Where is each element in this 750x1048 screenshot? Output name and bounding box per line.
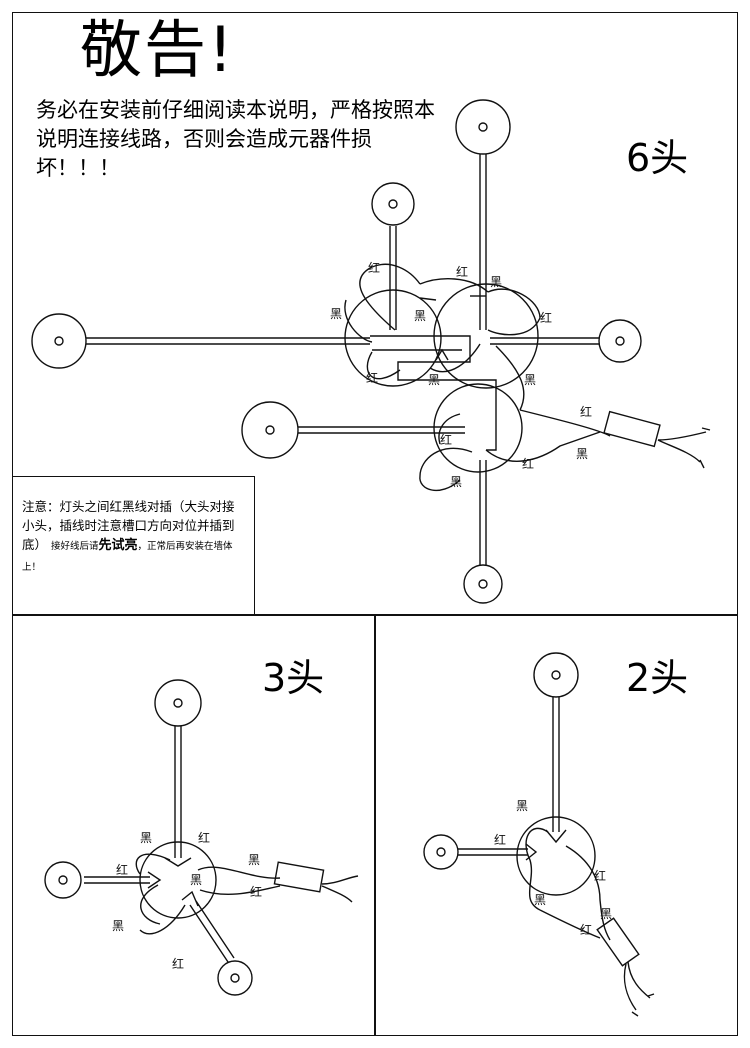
arm-right (490, 319, 642, 363)
label-red: 红 (366, 370, 378, 385)
arm-top-right (455, 99, 511, 330)
label-red: 红 (522, 456, 534, 471)
two-head-diagram (423, 652, 655, 1017)
label-red: 红 (540, 310, 552, 325)
label-red: 红 (250, 884, 262, 899)
two-arm-left (423, 834, 528, 870)
bottom-right-panel-frame (374, 614, 738, 1036)
three-head-label: 3头 (262, 656, 325, 700)
label-red: 红 (116, 862, 128, 877)
six-head-diagram (31, 99, 711, 604)
note-main: 注意：灯头之间红黑线对插（大头对接小头，插线时注意槽口方向对位并插到底） (22, 499, 235, 552)
label-red: 红 (456, 264, 468, 279)
two-head-label: 2头 (626, 656, 689, 700)
label-red: 红 (368, 260, 380, 275)
bottom-left-panel-frame (12, 614, 376, 1036)
wire-labels: 红 红 黑 红 黑 黑 红 黑 黑 红 黑 红 红 黑 黑 红 红 黑 黑 红 … (112, 260, 612, 971)
label-red: 红 (494, 832, 506, 847)
label-black: 黑 (450, 475, 462, 489)
label-black: 黑 (516, 799, 528, 813)
note-small-2: ，正常后再安装在墙体上！ (22, 541, 233, 573)
note-small-1: 接好线后请 (51, 541, 99, 552)
label-red: 红 (198, 830, 210, 845)
label-black: 黑 (112, 919, 124, 933)
arm-top-left (371, 182, 415, 330)
page-title: 敬告! (80, 13, 235, 86)
three-head-diagram (44, 679, 359, 996)
label-black: 黑 (414, 309, 426, 323)
label-black: 黑 (140, 831, 152, 845)
label-black: 黑 (428, 373, 440, 387)
arm-mid-left (241, 401, 465, 459)
label-black: 黑 (600, 907, 612, 921)
warning-text: 务必在安装前仔细阅读本说明，严格按照本说明连接线路，否则会造成元器件损坏！！！ (36, 98, 435, 180)
label-red: 红 (594, 868, 606, 883)
three-arm-top (154, 679, 202, 858)
label-red: 红 (440, 432, 452, 447)
six-head-label: 6头 (626, 136, 689, 180)
installation-note: 注意：灯头之间红黑线对插（大头对接小头，插线时注意槽口方向对位并插到底） 接好线… (13, 476, 255, 614)
three-arm-bottom (189, 900, 253, 996)
label-red: 红 (172, 956, 184, 971)
two-arm-top (533, 652, 579, 832)
arm-left (31, 313, 370, 369)
label-black: 黑 (576, 447, 588, 461)
label-black: 黑 (190, 873, 202, 887)
label-black: 黑 (534, 893, 546, 907)
label-red: 红 (580, 922, 592, 937)
label-red: 红 (580, 404, 592, 419)
label-black: 黑 (524, 373, 536, 387)
label-black: 黑 (330, 307, 342, 321)
three-arm-left (44, 861, 150, 899)
note-bold: 先试亮 (98, 538, 138, 553)
label-black: 黑 (490, 275, 502, 289)
arm-bottom (463, 460, 503, 604)
label-black: 黑 (248, 853, 260, 867)
